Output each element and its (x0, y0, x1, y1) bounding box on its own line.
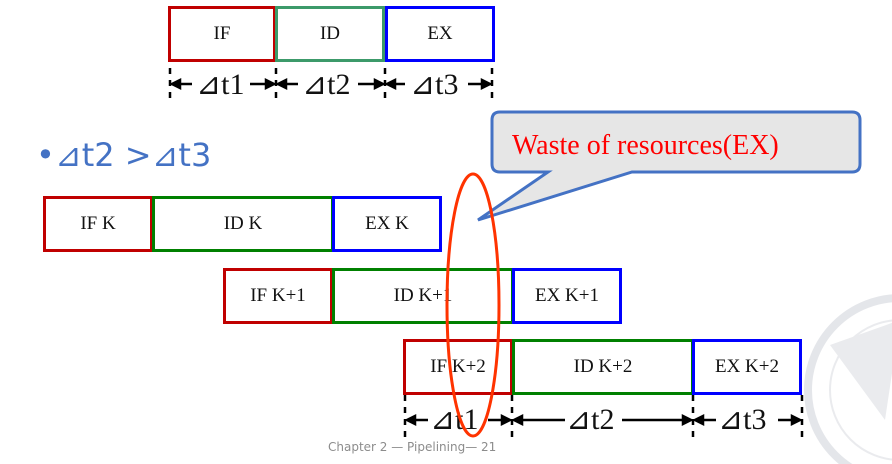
pipeline-k1-ex: EX K+1 (512, 268, 622, 324)
stage-label: EX K+2 (714, 356, 779, 377)
pipeline-k-if: IF K (43, 196, 153, 252)
slide-footer: Chapter 2 — Pipelining— 21 (328, 440, 497, 454)
pipeline-k1-if: IF K+1 (223, 268, 333, 324)
stage-label: IF K+1 (250, 285, 306, 306)
pipeline-k2-if: IF K+2 (403, 339, 513, 395)
stage-label: ID K (223, 213, 263, 234)
bottom-interval-t1-label: ⊿t1 (430, 403, 479, 436)
callout-bubble (477, 110, 862, 222)
stage-label: ID (319, 23, 341, 44)
pipeline-k-id: ID K (152, 196, 334, 252)
interval-t1-label: ⊿t1 (196, 68, 245, 101)
stage-id: ID (275, 6, 385, 62)
interval-t3-label: ⊿t3 (410, 68, 459, 101)
condition-bullet: •⊿t2 >⊿t3 (36, 136, 212, 174)
bottom-interval-t3-label: ⊿t3 (718, 403, 767, 436)
pipeline-k-ex: EX K (332, 196, 442, 252)
callout-text: Waste of resources(EX) (512, 130, 779, 161)
stage-label: ID K+2 (573, 356, 633, 377)
university-seal-watermark (804, 294, 892, 464)
stage-label: EX (427, 23, 453, 44)
pipeline-k2-ex: EX K+2 (692, 339, 802, 395)
stage-ex: EX (385, 6, 495, 62)
stage-label: EX K (365, 213, 409, 234)
stage-label: IF K (80, 213, 116, 234)
stage-label: IF (213, 23, 231, 44)
bottom-interval-t2-label: ⊿t2 (566, 403, 615, 436)
interval-t2-label: ⊿t2 (302, 68, 351, 101)
stage-label: ID K+1 (393, 285, 453, 306)
stage-if: IF (168, 6, 276, 62)
stage-label: IF K+2 (430, 356, 486, 377)
pipeline-k2-id: ID K+2 (512, 339, 694, 395)
top-dimension-lines (168, 68, 494, 100)
pipeline-k1-id: ID K+1 (332, 268, 514, 324)
stage-label: EX K+1 (534, 285, 599, 306)
